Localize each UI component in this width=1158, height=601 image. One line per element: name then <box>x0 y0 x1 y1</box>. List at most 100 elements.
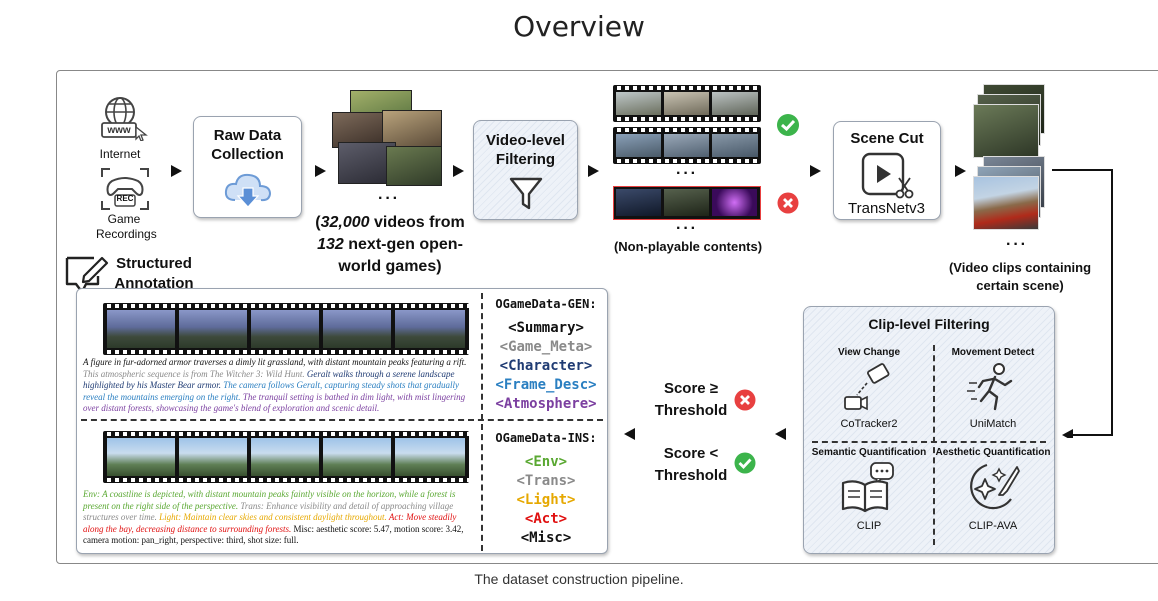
figure-caption: The dataset construction pipeline. <box>474 571 684 587</box>
arrow-right <box>453 165 464 177</box>
ins-tag-act: <Act> <box>524 511 568 527</box>
playable-filmstrip-2 <box>613 127 761 164</box>
video-clips-label: (Video clips containing certain scene) <box>948 260 1092 293</box>
panel-divider-v <box>481 293 483 551</box>
annotation-panel: A figure in fur-adorned armor traverses … <box>76 288 608 554</box>
sparkle-brush-icon <box>970 463 1020 510</box>
annotation-title: Structured Annotation <box>114 255 194 292</box>
ins-tag-trans: <Trans> <box>516 473 576 489</box>
grid-divider-v <box>933 345 935 545</box>
ellipsis: ··· <box>676 220 698 237</box>
collection-stats: (32,000 videos from 132 next-gen open-wo… <box>302 212 478 278</box>
movement-detect-tool: UniMatch <box>969 418 1017 430</box>
ellipsis: ··· <box>676 165 698 182</box>
ins-description: Env: A coastline is depicted, with dista… <box>83 489 477 547</box>
scene-clip-stack <box>973 84 1049 234</box>
ins-desc-act: Act: Move steadily along the bay, decrea… <box>83 512 457 534</box>
www-label: www <box>107 125 131 136</box>
game-recordings-source: REC Game Recordings <box>90 165 158 245</box>
semantic-quantification-cell: Semantic Quantification CLIP <box>810 447 928 547</box>
raw-footage-stack <box>332 90 442 190</box>
globe-icon <box>101 97 148 141</box>
arrow-right <box>588 165 599 177</box>
arrow-right <box>810 165 821 177</box>
arrow-left <box>624 428 635 440</box>
gen-desc-game-meta: This atmospheric sequence is from The Wi… <box>83 368 305 379</box>
video-count: 32,000 <box>320 214 370 231</box>
semantic-quantification-tool: CLIP <box>856 520 882 532</box>
gen-tag-atmosphere: <Atmosphere> <box>495 396 597 412</box>
aesthetic-quantification-tool: CLIP-AVA <box>968 520 1018 532</box>
videos-text: videos from <box>369 214 465 231</box>
semantic-quantification-label: Semantic Quantification <box>811 447 927 458</box>
raw-data-collection-box: Raw Data Collection <box>193 116 302 218</box>
ins-filmstrip <box>103 431 469 483</box>
gen-tag-character: <Character> <box>499 358 593 374</box>
games-text: next-gen open-world games) <box>338 236 463 275</box>
raw-data-label: Raw Data Collection <box>211 127 284 163</box>
rec-label: REC <box>116 194 134 203</box>
scene-cut-box: Scene Cut TransNetv3 <box>833 121 941 220</box>
gamepad-icon <box>101 168 149 210</box>
ins-tag-light: <Light> <box>516 492 576 508</box>
gen-tag-summary: <Summary> <box>508 320 584 336</box>
arrow-left <box>775 428 786 440</box>
non-playable-label: (Non-playable contents) <box>613 239 763 254</box>
ellipsis: ··· <box>1006 236 1028 253</box>
view-change-label: View Change <box>837 347 901 358</box>
gen-desc-frame: The camera follows Geralt, capturing ste… <box>83 380 459 402</box>
gen-desc-summary: A figure in fur-adorned armor traverses … <box>83 357 467 367</box>
arrow-right <box>955 165 966 177</box>
annotation-edit-icon <box>65 256 109 294</box>
ins-desc-light: Light: Maintain clear skies and consiste… <box>156 512 387 522</box>
ins-tag-misc: <Misc> <box>520 530 572 546</box>
ins-desc-misc: Misc: aesthetic score: 5.47, motion scor… <box>83 523 464 546</box>
score-high-label: Score ≥ Threshold <box>654 380 728 419</box>
video-level-filtering-box: Video-level Filtering <box>473 120 578 220</box>
scene-cut-label: Scene Cut <box>850 130 924 147</box>
page-title: Overview <box>513 10 645 43</box>
ins-desc-trans: Trans: Enhance visibility and detail of … <box>83 500 454 523</box>
game-recordings-label: Game Recordings <box>96 212 157 241</box>
book-chat-icon <box>841 462 894 513</box>
open-paren: ( <box>315 214 321 231</box>
cross-icon <box>734 389 756 411</box>
video-filter-label: Video-level Filtering <box>486 132 565 168</box>
check-icon <box>734 452 756 474</box>
ins-desc-env: Env: A coastline is depicted, with dista… <box>83 489 456 511</box>
gen-desc-atmosphere: The tranquil setting is bathed in dim li… <box>83 391 466 414</box>
gen-tag-frame-desc: <Frame_Desc> <box>495 377 597 393</box>
gen-filmstrip <box>103 303 469 355</box>
gen-tag-game-meta: <Game_Meta> <box>499 339 593 355</box>
view-change-cell: View Change CoTracker2 <box>810 347 928 439</box>
score-low-label: Score < Threshold <box>654 445 728 484</box>
running-person-icon <box>967 363 1013 411</box>
scene-cut-tool: TransNetv3 <box>848 200 925 217</box>
view-change-tool: CoTracker2 <box>840 418 898 430</box>
aesthetic-quantification-label: Aesthetic Quantification <box>935 447 1051 458</box>
non-playable-filmstrip <box>613 186 761 220</box>
camera-move-icon <box>844 363 890 411</box>
gen-description: A figure in fur-adorned armor traverses … <box>83 357 477 415</box>
aesthetic-quantification-cell: Aesthetic Quantification CLIP-AVA <box>934 447 1052 547</box>
cross-icon <box>777 192 799 214</box>
internet-source: www Internet <box>96 95 152 167</box>
ellipsis: ··· <box>378 190 400 207</box>
gen-desc-character: Geralt walks through a serene landscape … <box>83 368 455 391</box>
clip-filter-title: Clip-level Filtering <box>868 316 990 332</box>
connector-line <box>1052 169 1113 438</box>
arrow-right <box>315 165 326 177</box>
pipeline-frame <box>56 70 1158 564</box>
grid-divider-h <box>812 441 1046 443</box>
playable-filmstrip-1 <box>613 85 761 122</box>
movement-detect-cell: Movement Detect UniMatch <box>934 347 1052 439</box>
game-count: 132 <box>317 236 344 253</box>
gen-header: OGameData-GEN: <box>495 297 597 311</box>
internet-label: Internet <box>99 147 141 161</box>
panel-divider-h <box>81 419 603 421</box>
clip-level-filtering-box: Clip-level Filtering View Change CoTrack… <box>803 306 1055 554</box>
check-icon <box>777 114 799 136</box>
video-cut-icon <box>861 152 914 199</box>
arrow-right <box>171 165 182 177</box>
funnel-icon <box>509 177 543 210</box>
